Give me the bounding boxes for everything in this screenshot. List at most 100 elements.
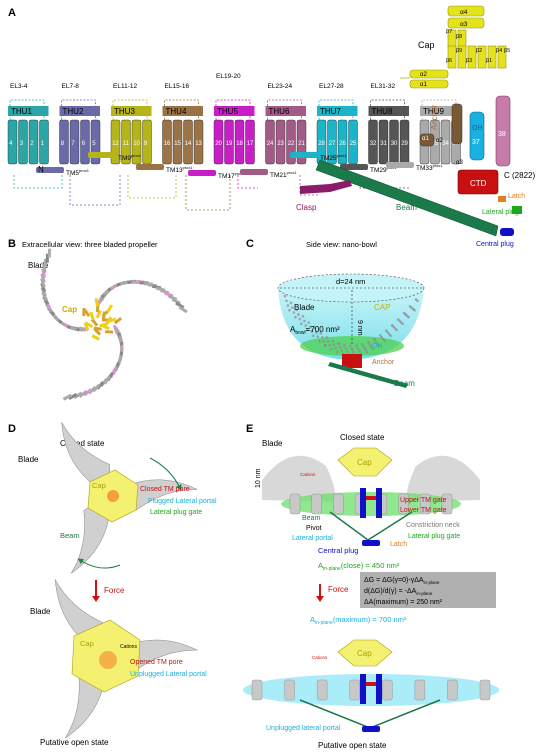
panel-c-blade-label: Blade (294, 303, 315, 312)
tm-helix-number: 14 (185, 141, 192, 147)
thu-helix-bundle (398, 493, 409, 515)
extracellular-loop (318, 99, 354, 120)
lower-gate-label: Lower TM gate (400, 507, 447, 514)
bowl-residue (381, 337, 385, 341)
equation-1: ΔG = ΔG(γ=0)-γΔAin-plane (364, 577, 440, 585)
bowl-residue (310, 330, 314, 333)
tm-helix (162, 119, 172, 165)
blade-helix (68, 392, 78, 401)
panel-letter-d: D (8, 423, 16, 435)
bowl-residue (298, 317, 302, 321)
tm-prox-label: TM5prox1 (66, 168, 90, 177)
thu-label-box (111, 106, 152, 116)
tm-helix (440, 119, 451, 165)
blade-helix (40, 273, 46, 283)
beta5-label: β5 (504, 48, 510, 54)
cap-strand (102, 318, 110, 322)
panel-d-topview-schematic: Closed state Blade Cap Closed TM pore Pl… (18, 422, 217, 747)
thu-helix-bundle (447, 679, 458, 701)
panel-e-lateral-portal-label: Lateral portal (292, 535, 333, 542)
tm-prox-helix (240, 169, 268, 175)
cap-strand (105, 330, 114, 334)
tm-helix-number: 12 (112, 141, 119, 147)
thu-name: THU5 (217, 107, 238, 116)
central-plug (362, 540, 380, 546)
bowl-residue (325, 336, 328, 339)
ctd-label: CTD (470, 179, 487, 188)
cap-strand (89, 311, 95, 321)
blade-helix (73, 391, 83, 400)
tm-helix-number: 20 (215, 141, 222, 147)
bowl-residue (337, 342, 340, 345)
gate (366, 496, 376, 500)
bowl-residue (297, 313, 300, 316)
tm-helix (28, 119, 39, 165)
panel-e-cap-label: Cap (357, 458, 372, 467)
alpha1-anchor-label: α1 (422, 136, 429, 142)
bowl-residue (329, 347, 333, 351)
propeller-structure (40, 248, 188, 401)
blade-shape (61, 422, 111, 496)
tm-helix (265, 119, 275, 165)
extracellular-loop-label: EL11-12 (113, 83, 137, 90)
panel-e-beam-label: Beam (302, 515, 320, 522)
bowl-residue (331, 339, 334, 343)
alpha1-cap-label: α1 (420, 82, 427, 88)
a-max-label: Ain-plane(maximum) = 700 nm² (310, 615, 407, 626)
beta4-label: β4 (496, 48, 502, 54)
bowl-residue (384, 329, 388, 333)
panel-d-open-title: Putative open state (40, 738, 109, 747)
tm-helix-number: 9 (144, 141, 148, 147)
panel-d-blade-label-open: Blade (30, 607, 51, 616)
cap-strand (113, 316, 123, 325)
panel-e-unplugged-label: Unplugged lateral portal (266, 725, 341, 732)
bowl-residue (373, 338, 376, 341)
bowl-residue (365, 350, 369, 354)
panel-b-caption: Extracellular view: three bladed propell… (22, 240, 158, 249)
cap-strand (83, 322, 90, 331)
bowl-residue (346, 350, 349, 354)
thu-name: THU3 (114, 107, 135, 116)
tm-helix-number: 6 (82, 141, 86, 147)
blade-helix (41, 268, 46, 278)
ctd-block (342, 354, 362, 368)
beta6-label: β6 (446, 58, 452, 64)
tm-helix (172, 119, 183, 165)
tm-helix (69, 119, 80, 165)
a-close-label: Ain-plane(close) = 450 nm² (318, 561, 400, 572)
tm-helix (378, 119, 389, 165)
bowl-residue (320, 336, 324, 339)
tm-helix-number: 23 (277, 141, 284, 147)
bowl-residue (374, 340, 378, 343)
tm-helix-number: 22 (288, 141, 295, 147)
tm-helix-number: 35 (432, 141, 439, 147)
bowl-residue (289, 301, 293, 305)
bowl-residue (311, 334, 315, 338)
extracellular-loop (267, 99, 302, 120)
tm-helix-number: 28 (318, 141, 325, 147)
panel-c-beam-label: Beam (394, 379, 415, 388)
pore-helix-left (360, 674, 366, 704)
tm-helix-number: 18 (236, 141, 243, 147)
open-membrane (243, 674, 499, 732)
thu-helix-bundle (311, 493, 322, 515)
cap-domain: α4 α3 β7 β8 β9 β6 β3 β2 β1 β4 β5 α (400, 5, 510, 89)
thu-label-box (214, 106, 255, 116)
cap-strand (99, 322, 108, 328)
beta7-label: β7 (446, 29, 452, 35)
tm-helix-number: 29 (401, 141, 408, 147)
tm-helix-number: 34 (442, 141, 449, 147)
equation-3: ΔA(maximum) = 250 nm² (364, 599, 443, 606)
blade-helix (47, 248, 52, 258)
extracellular-loop-label: EL27-28 (319, 83, 344, 90)
bowl-residue (387, 332, 391, 336)
blade-helix (62, 393, 73, 401)
panel-e-cap-label-open: Cap (357, 649, 372, 658)
bowl-residue (314, 331, 318, 334)
tm-helix-number: 32 (370, 141, 377, 147)
tm-prox-label: TM17prox1 (218, 171, 245, 180)
rotation-arrow (149, 457, 182, 491)
